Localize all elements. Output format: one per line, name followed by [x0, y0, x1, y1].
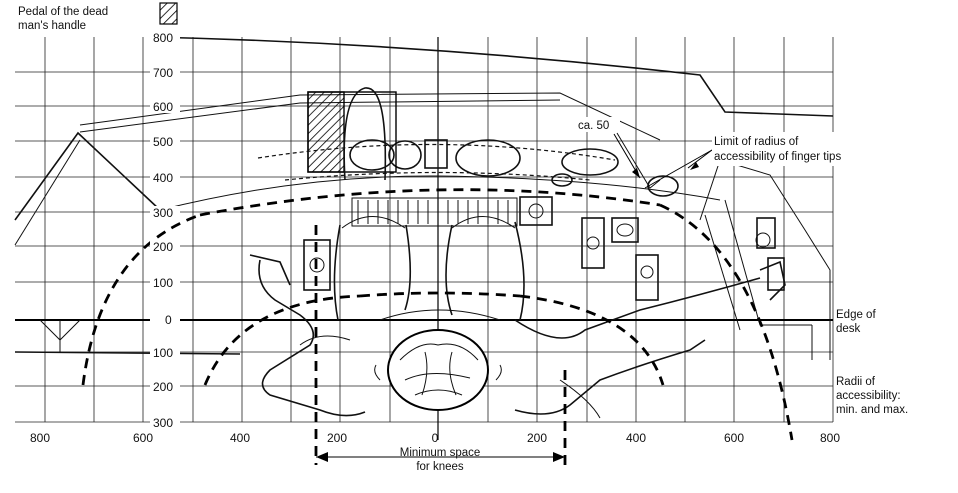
- ca50-label: ca. 50: [578, 120, 609, 132]
- limit-label: Limit of radius of: [714, 136, 799, 148]
- y-tick: 100: [153, 346, 173, 360]
- radii-label: Radii of: [836, 376, 876, 388]
- y-tick: 100: [153, 276, 173, 290]
- x-tick: 800: [820, 431, 840, 445]
- y-tick: 700: [153, 66, 173, 80]
- y-tick: 600: [153, 100, 173, 114]
- x-tick: 800: [30, 431, 50, 445]
- knee-space-label: for knees: [416, 461, 464, 473]
- x-tick: 400: [230, 431, 250, 445]
- y-tick: 300: [153, 206, 173, 220]
- y-tick: 400: [153, 171, 173, 185]
- knee-space-label: Minimum space: [400, 447, 481, 459]
- y-axis-ticks: 800 700 600 500 400 300 200 100 0 100 20…: [153, 31, 173, 430]
- x-tick: 400: [626, 431, 646, 445]
- y-tick: 0: [165, 313, 172, 327]
- radii-label: accessibility:: [836, 390, 901, 402]
- x-tick: 0: [432, 431, 439, 445]
- operator-figure: [249, 87, 786, 419]
- ca50-backing: [576, 117, 620, 132]
- pedal-frame: [307, 91, 397, 173]
- pedal-label: man's handle: [18, 20, 86, 32]
- lower-desk-line: [14, 351, 241, 355]
- y-tick: 200: [153, 240, 173, 254]
- limit-label: accessibility of finger tips: [714, 151, 841, 163]
- x-tick: 600: [724, 431, 744, 445]
- y-tick: 500: [153, 135, 173, 149]
- leader-lines: [613, 132, 713, 189]
- x-tick: 200: [527, 431, 547, 445]
- limit-backing: [712, 132, 908, 166]
- radii-label: min. and max.: [836, 404, 908, 416]
- edge-of-desk-label: desk: [836, 323, 861, 335]
- pedal-legend-swatch: [159, 2, 178, 25]
- pedal-label: Pedal of the dead: [18, 6, 108, 18]
- console-outline: [14, 36, 834, 360]
- pedal-block: [307, 91, 345, 173]
- y-tick: 800: [153, 31, 173, 45]
- y-tick-backing: [150, 31, 180, 429]
- knee-space-indicator: [314, 225, 567, 465]
- accessibility-radii: [81, 143, 794, 441]
- y-tick: 300: [153, 416, 173, 430]
- instrument-panel: [303, 139, 785, 301]
- edge-of-desk-label: Edge of: [836, 309, 876, 321]
- x-tick: 200: [327, 431, 347, 445]
- x-axis-ticks: 800 600 400 200 0 200 400 600 800: [30, 431, 840, 445]
- x-tick: 600: [133, 431, 153, 445]
- y-tick: 200: [153, 380, 173, 394]
